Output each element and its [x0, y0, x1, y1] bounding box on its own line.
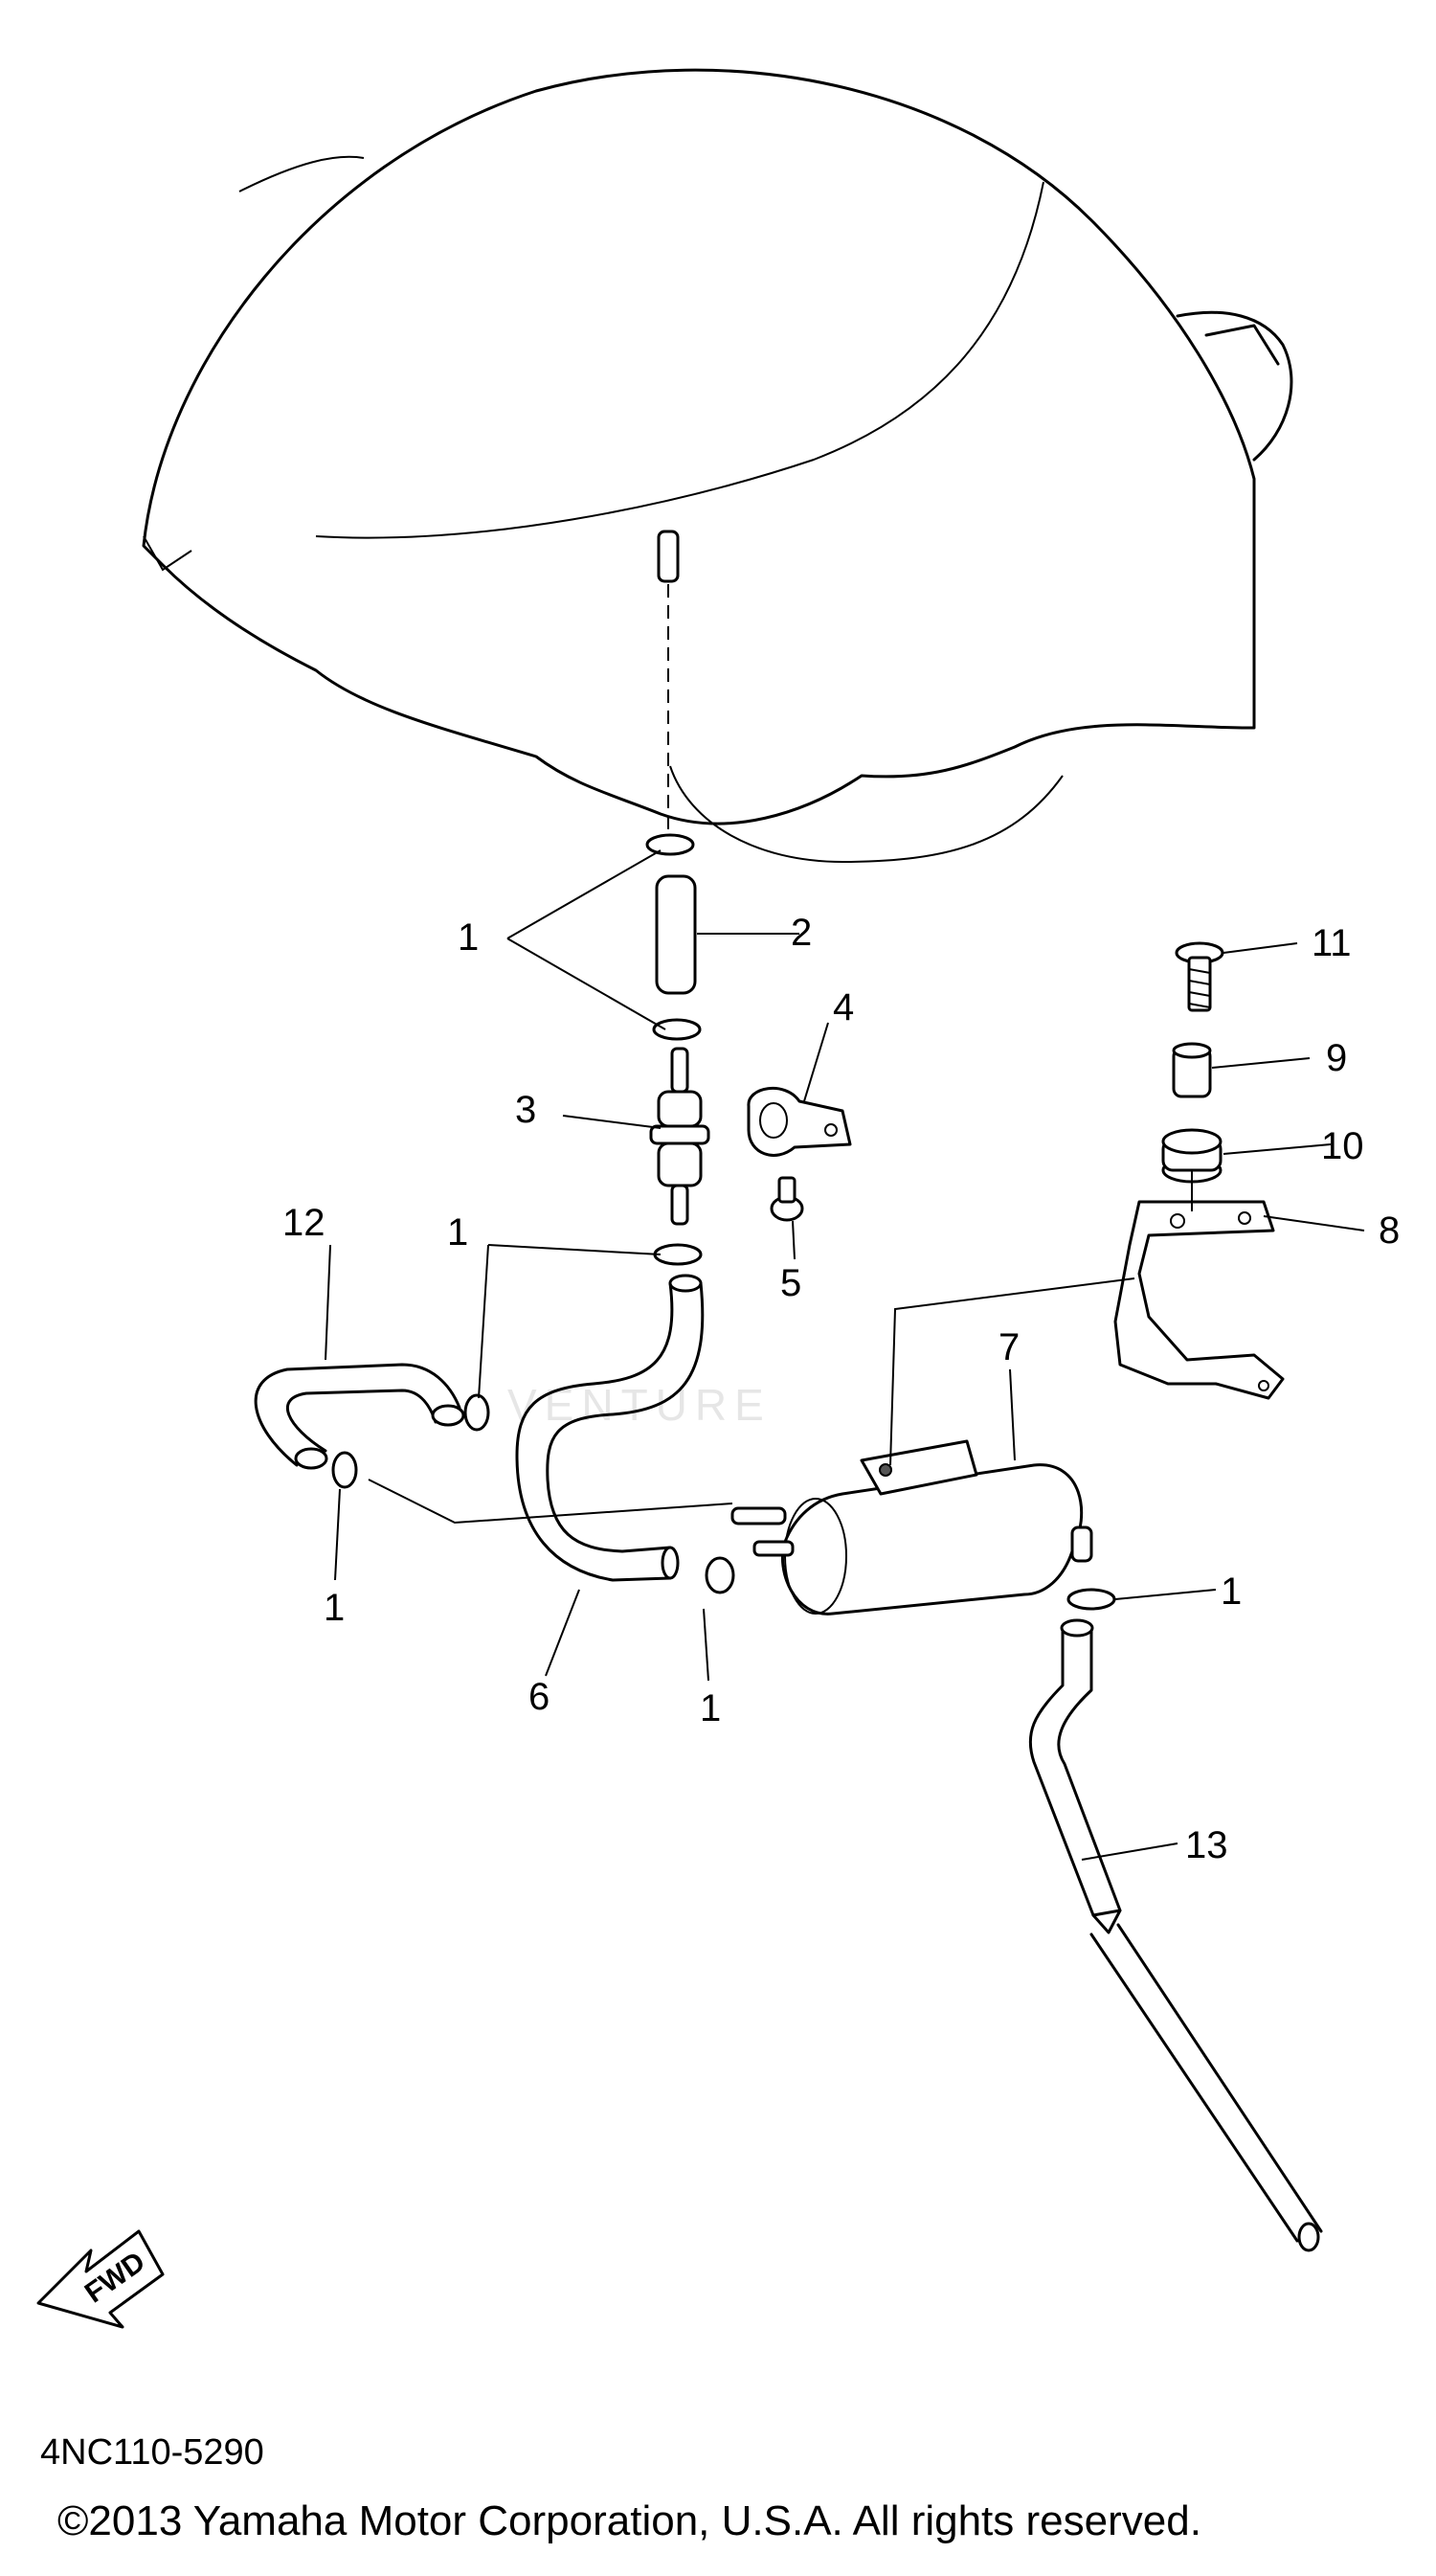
collar-9	[1172, 1042, 1212, 1098]
diagram-code: 4NC110-5290	[40, 2432, 264, 2473]
pointer-lines	[325, 849, 1365, 1861]
hose-clip-6-bottom	[705, 1556, 735, 1594]
fuel-filter-3	[649, 1047, 710, 1226]
hose-clip-top	[645, 833, 695, 856]
fwd-arrow-icon: FWD	[36, 2229, 165, 2329]
callout-1b: 1	[447, 1211, 468, 1254]
bolt-5	[770, 1176, 804, 1222]
hose-2	[655, 874, 697, 995]
callout-9: 9	[1326, 1037, 1347, 1079]
callout-13: 13	[1185, 1824, 1228, 1866]
hose-12	[254, 1363, 465, 1470]
callout-2: 2	[791, 912, 812, 954]
callout-12: 12	[282, 1202, 325, 1244]
callout-8: 8	[1379, 1209, 1400, 1252]
hose-clip-12-right	[463, 1393, 490, 1432]
hose-clip-upper-6	[653, 1243, 703, 1266]
screw-11	[1175, 941, 1224, 1012]
callout-1c: 1	[1221, 1570, 1242, 1613]
hose-clip-12-left	[331, 1451, 358, 1489]
clamp-4	[747, 1086, 852, 1157]
callout-7: 7	[998, 1326, 1020, 1368]
callout-3: 3	[515, 1089, 536, 1131]
hose-6	[515, 1274, 705, 1582]
hose-clip-13-top	[1066, 1588, 1116, 1611]
callout-10: 10	[1321, 1125, 1364, 1167]
callout-6: 6	[528, 1676, 550, 1718]
callout-1d: 1	[324, 1587, 345, 1629]
copyright-notice: ©2013 Yamaha Motor Corporation, U.S.A. A…	[57, 2497, 1201, 2544]
callout-1e: 1	[700, 1687, 721, 1729]
watermark: VENTURE	[507, 1380, 772, 1430]
callout-1a: 1	[458, 916, 479, 959]
canister-7	[730, 1439, 1093, 1616]
hose-13	[1028, 1618, 1323, 2252]
hose-clip-mid	[652, 1018, 702, 1041]
callout-11: 11	[1312, 922, 1352, 964]
callout-5: 5	[780, 1262, 801, 1304]
bracket-8	[1113, 1200, 1285, 1400]
callout-4: 4	[833, 986, 854, 1028]
fuel-tank	[142, 68, 1293, 864]
